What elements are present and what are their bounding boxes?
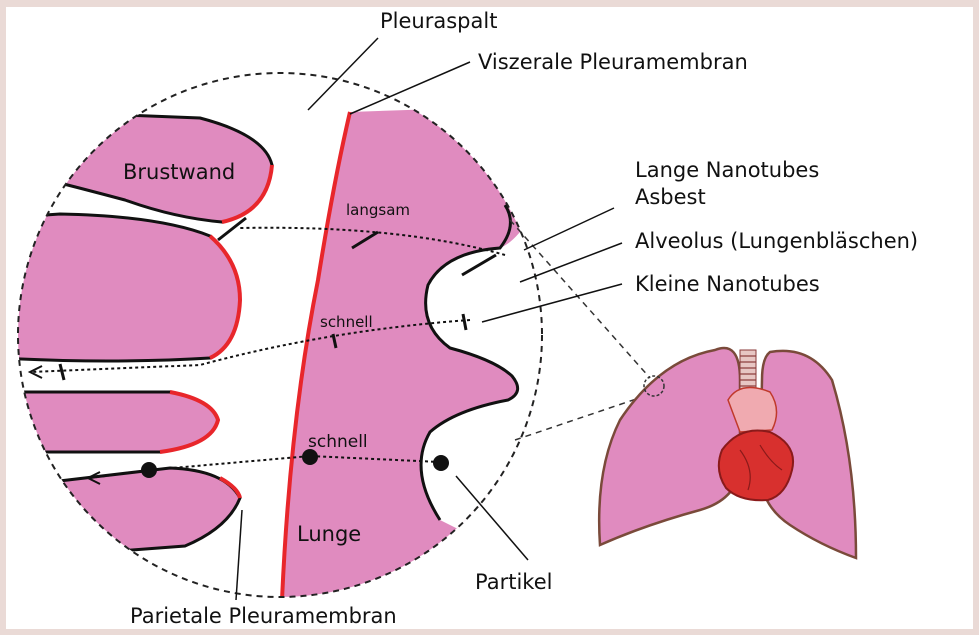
label-small-nanotubes: Kleine Nanotubes	[635, 272, 820, 296]
chest-wall-lobe-2	[0, 214, 240, 361]
label-parietal-membrane: Parietale Pleuramembran	[130, 604, 397, 628]
nanotube-small-3	[60, 364, 64, 380]
label-asbestos: Asbest	[635, 185, 706, 209]
label-alveolus: Alveolus (Lungenbläschen)	[635, 229, 918, 253]
label-chest-wall: Brustwand	[123, 160, 235, 184]
label-lung: Lunge	[297, 522, 361, 546]
label-slow: langsam	[346, 201, 410, 219]
particle-3	[141, 462, 157, 478]
heart	[719, 430, 793, 500]
label-fast-upper: schnell	[320, 313, 373, 331]
particle-1	[433, 455, 449, 471]
label-visceral-membrane: Viszerale Pleuramembran	[478, 50, 748, 74]
label-particle: Partikel	[475, 570, 552, 594]
left-lung	[599, 348, 740, 545]
leader-parietal	[236, 510, 242, 600]
lungs-illustration	[599, 348, 856, 558]
leader-pleural-gap	[308, 38, 378, 110]
label-long-nanotubes: Lange Nanotubes	[635, 158, 819, 182]
label-pleural-gap: Pleuraspalt	[380, 9, 497, 33]
leader-long-nanotubes	[524, 208, 614, 250]
chest-wall-lobe-4	[0, 468, 240, 560]
label-fast-lower: schnell	[308, 432, 368, 452]
chest-wall-lobe-3	[0, 392, 218, 452]
